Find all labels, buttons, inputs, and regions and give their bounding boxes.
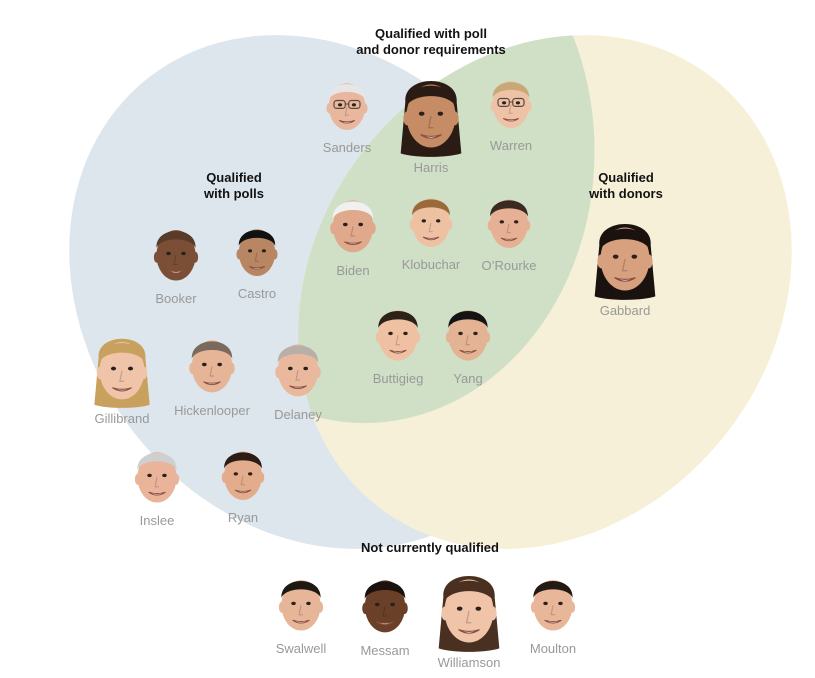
candidate-o-rourke: O’Rourke [459, 186, 559, 273]
portrait-biden [324, 186, 382, 261]
group-label-none: Not currently qualified [300, 540, 560, 556]
candidate-delaney: Delaney [248, 330, 348, 422]
candidate-inslee: Inslee [107, 438, 207, 528]
candidate-ryan: Ryan [193, 438, 293, 525]
portrait-booker [148, 216, 204, 289]
candidate-name: Castro [238, 286, 276, 301]
portrait-sanders [321, 70, 373, 138]
portrait-hickenlooper [183, 326, 241, 401]
portrait-messam [356, 566, 414, 641]
portrait-harris [396, 67, 466, 158]
candidate-name: Hickenlooper [174, 403, 250, 418]
candidate-name: Gillibrand [95, 411, 150, 426]
portrait-warren [485, 68, 537, 136]
candidate-name: Moulton [530, 641, 576, 656]
portrait-moulton [525, 566, 581, 639]
candidate-name: Sanders [323, 140, 371, 155]
portrait-delaney [269, 330, 327, 405]
candidate-name: Swalwell [276, 641, 327, 656]
portrait-klobuchar [404, 185, 458, 255]
portrait-gillibrand [90, 326, 154, 409]
portrait-castro [231, 216, 283, 284]
portrait-williamson [434, 562, 504, 653]
candidate-name: Klobuchar [402, 257, 461, 272]
candidate-hickenlooper: Hickenlooper [162, 326, 262, 418]
portrait-inslee [129, 438, 185, 511]
candidate-name: Warren [490, 138, 532, 153]
candidate-name: Inslee [140, 513, 175, 528]
group-label-polls: Qualified with polls [179, 170, 289, 202]
candidate-name: Ryan [228, 510, 258, 525]
portrait-o-rourke [482, 186, 536, 256]
candidate-name: Yang [453, 371, 482, 386]
portrait-yang [440, 296, 496, 369]
candidate-name: Gabbard [600, 303, 651, 318]
candidate-name: Biden [336, 263, 369, 278]
portrait-gabbard [590, 210, 660, 301]
candidate-gillibrand: Gillibrand [72, 326, 172, 426]
candidate-name: Messam [360, 643, 409, 658]
group-label-both: Qualified with poll and donor requiremen… [331, 26, 531, 58]
candidate-name: O’Rourke [482, 258, 537, 273]
candidate-yang: Yang [418, 296, 518, 386]
group-label-donors: Qualified with donors [571, 170, 681, 202]
candidate-name: Booker [155, 291, 196, 306]
portrait-ryan [216, 438, 270, 508]
candidate-castro: Castro [207, 216, 307, 301]
portrait-swalwell [273, 566, 329, 639]
candidate-name: Delaney [274, 407, 322, 422]
candidate-gabbard: Gabbard [575, 210, 675, 318]
candidate-name: Buttigieg [373, 371, 424, 386]
candidate-warren: Warren [461, 68, 561, 153]
candidate-name: Harris [414, 160, 449, 175]
candidate-name: Williamson [438, 655, 501, 670]
candidate-moulton: Moulton [503, 566, 603, 656]
